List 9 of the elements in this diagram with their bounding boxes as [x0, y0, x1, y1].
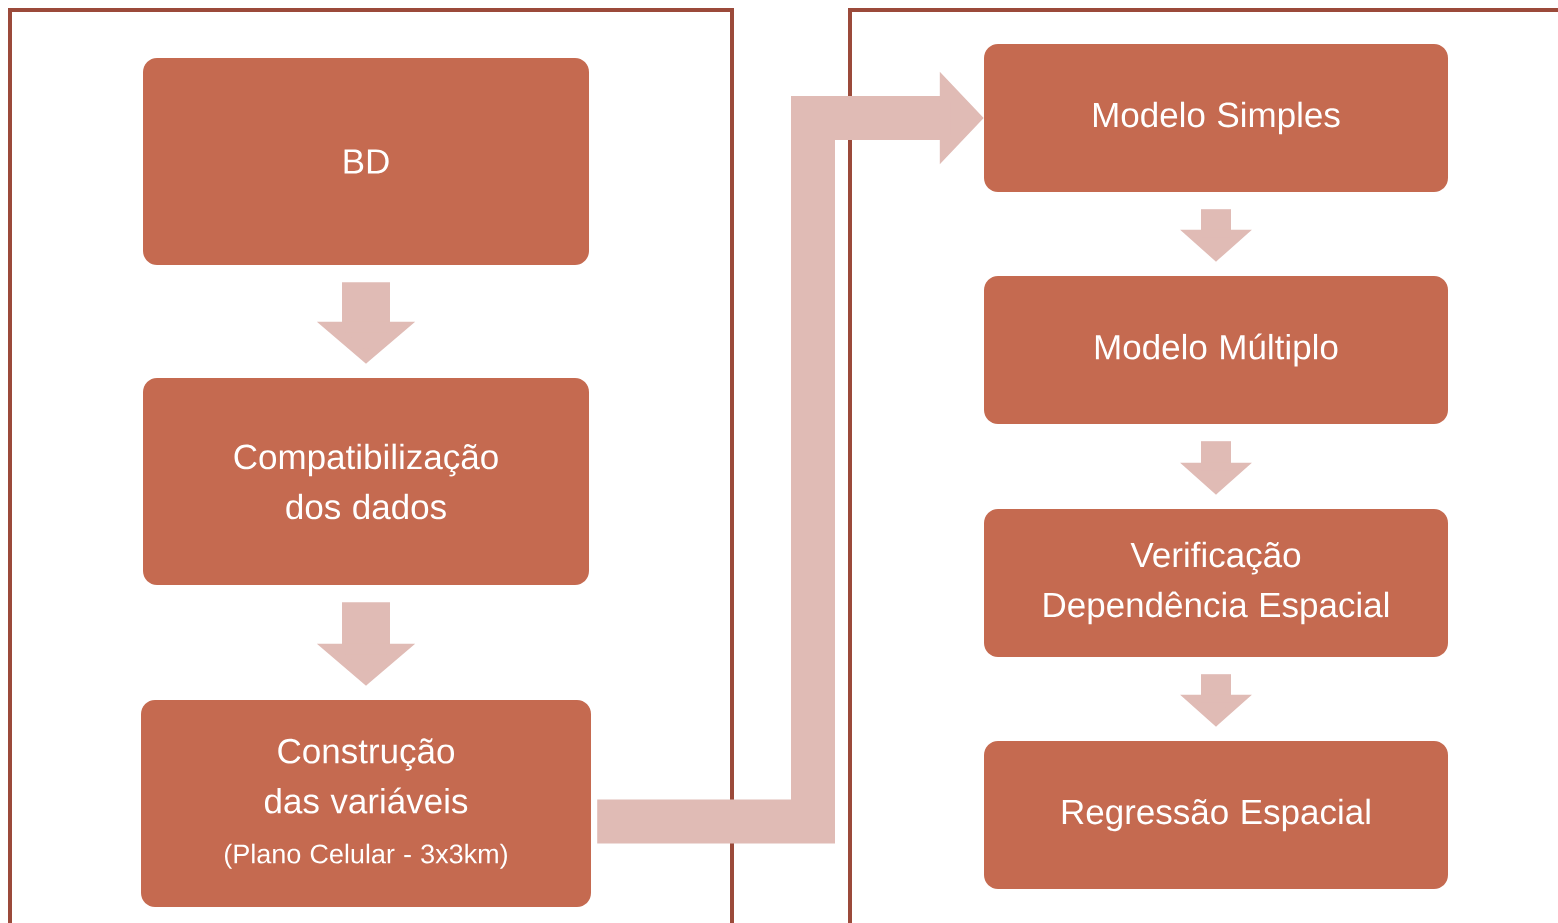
process-box: Regressão Espacial: [984, 741, 1448, 889]
process-box: Construção das variáveis (Plano Celular - 3x3km): [141, 700, 591, 907]
process-box: Modelo Simples: [984, 44, 1448, 192]
process-box: Modelo Múltiplo: [984, 276, 1448, 424]
process-box: BD: [143, 58, 589, 265]
process-box: Verificação Dependência Espacial: [984, 509, 1448, 657]
process-box: Compatibilização dos dados: [143, 378, 589, 585]
panel-frame: [848, 8, 1558, 923]
panel-frame: [8, 8, 734, 923]
